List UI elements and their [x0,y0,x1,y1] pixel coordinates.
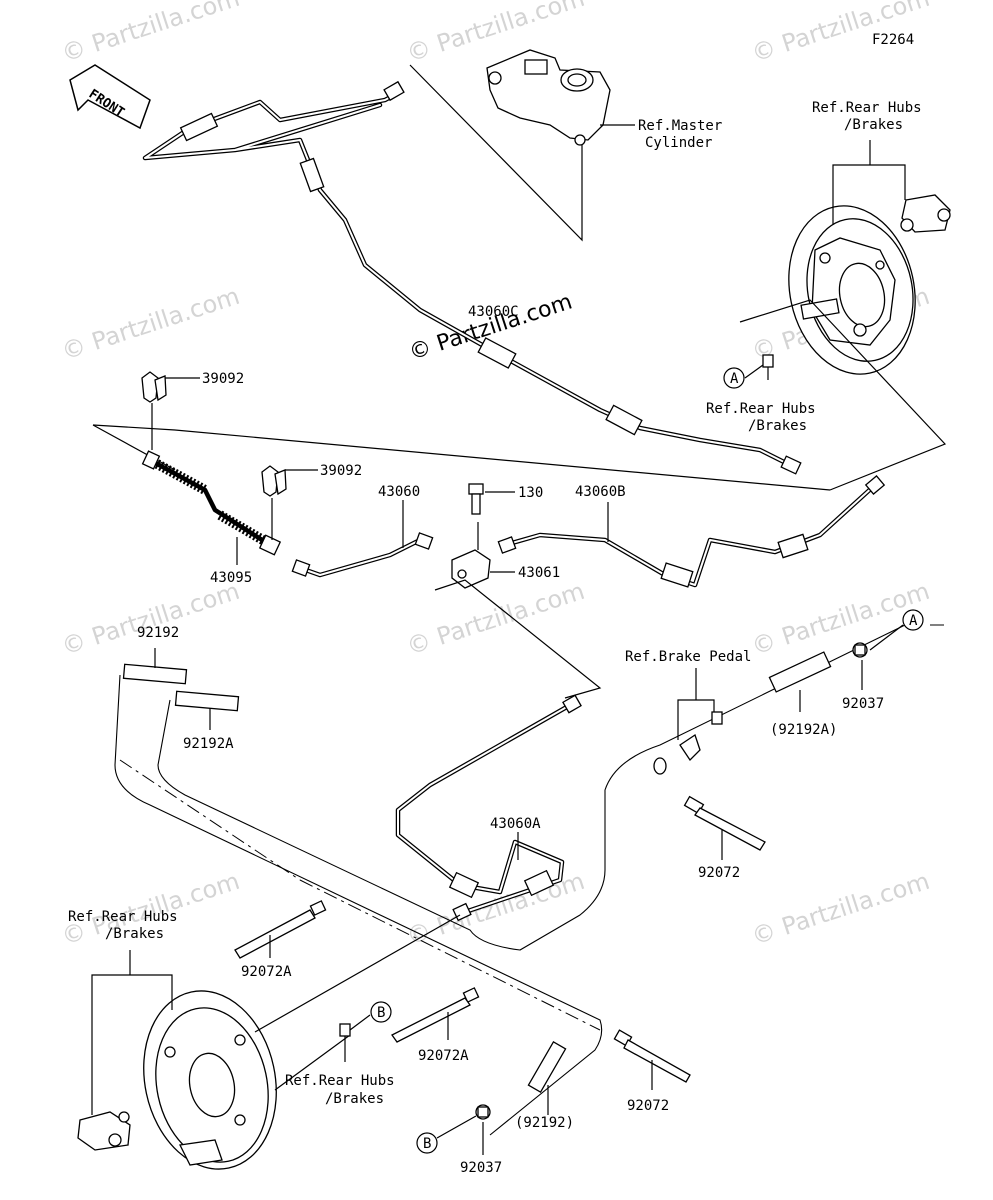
rear-hubs-bottom-label-2: /Brakes [325,1091,384,1107]
rear-hubs-top-right-label-2: /Brakes [844,117,903,133]
rear-hubs-top-right-label-1: Ref.Rear Hubs [812,100,922,116]
brake-pipe-43060 [291,532,434,578]
part-label-130: 130 [518,485,543,501]
watermark-text: © Partzilla.com [403,577,588,661]
tie-strap-92072a-left-icon [234,900,327,959]
master-cylinder-icon [486,49,611,146]
tie-strap-92072a-center-icon [391,987,480,1043]
brake-pipe-43060c [142,80,802,475]
master-cylinder-label-1: Ref.Master [638,118,722,134]
part-label-92192-ref: (92192) [515,1115,574,1131]
watermarks: © Partzilla.com © Partzilla.com © Partzi… [58,0,933,951]
brake-pipe-43060b [497,474,886,588]
leader-line [409,64,583,242]
tie-strap-92072-right-icon [683,795,766,851]
part-label-92192a: 92192A [183,736,234,752]
ref-a-label: A [730,371,739,387]
part-label-92037-lower: 92037 [460,1160,502,1176]
part-label-43095: 43095 [210,570,252,586]
joint-43061-icon [451,549,491,589]
ref-b-label: B [423,1136,431,1152]
cable-centerline [119,759,301,881]
ref-a-badge [902,609,924,631]
leader-line [434,579,602,699]
watermark-text: © Partzilla.com [748,867,933,951]
leader-line [274,1034,351,1091]
leader-line [869,624,904,651]
leader-line [92,424,176,471]
flexible-hose-43095-icon [141,450,282,556]
part-label-43061: 43061 [518,565,560,581]
ref-a-label: A [909,613,918,629]
cable-centerline [299,879,601,1031]
front-arrow-icon: FRONT [69,64,151,130]
rear-hubs-left-label-2: /Brakes [105,926,164,942]
clip-39092-upper-icon [141,371,167,403]
leader-line [436,1115,477,1139]
ref-b-badge [370,1001,392,1023]
rear-hubs-mid-right-label-2: /Brakes [748,418,807,434]
leader-line [349,1014,371,1031]
leader-line [174,429,831,491]
parking-brake-cable [114,624,906,1136]
part-label-39092-upper: 39092 [202,371,244,387]
clamp-92037-lower-icon [475,1104,491,1120]
part-label-92037-upper: 92037 [842,696,884,712]
part-label-92072-bottom: 92072 [627,1098,669,1114]
watermark-text: © Partzilla.com [58,0,243,68]
leader-line [91,974,173,1115]
part-label-39092-lower: 39092 [320,463,362,479]
part-label-92192a-ref: (92192A) [770,722,837,738]
brake-pedal-label: Ref.Brake Pedal [625,649,751,665]
right-brake-drum-icon [788,194,951,375]
part-label-43060c: 43060C [468,304,519,320]
left-brake-drum-icon [77,990,277,1170]
master-cylinder-label-2: Cylinder [645,135,712,151]
leader-line [92,424,176,431]
diagram-code: F2264 [872,32,914,48]
part-label-43060: 43060 [378,484,420,500]
ref-b-badge [416,1132,438,1154]
clamp-92037-upper-icon [852,642,868,658]
leader-line [744,364,764,379]
part-label-92192: 92192 [137,625,179,641]
part-label-43060b: 43060B [575,484,626,500]
part-label-92072a-left: 92072A [241,964,292,980]
leader-line [739,299,947,491]
watermark-text: © Partzilla.com [58,577,243,661]
part-label-92072a-center: 92072A [418,1048,469,1064]
clip-39092-lower-icon [261,465,287,497]
tie-strap-92072-bottom-icon [613,1029,691,1083]
brake-pedal-bracket-icon [653,711,723,775]
ref-b-fitting-icon [339,1023,351,1062]
ref-a-fitting-icon [762,354,774,380]
ref-a-badge [723,367,745,389]
part-label-92072-right: 92072 [698,865,740,881]
bolt-130-icon [468,483,484,515]
part-label-43060a: 43060A [490,816,541,832]
leader-line [254,914,461,1033]
rear-hubs-bottom-label-1: Ref.Rear Hubs [285,1073,395,1089]
leader-line [832,164,906,225]
ref-b-label: B [377,1005,385,1021]
watermark-text: © Partzilla.com [403,0,588,68]
watermark-text: © Partzilla.com [58,282,243,366]
brake-pipe-43060a [395,694,582,922]
rear-hubs-mid-right-label-1: Ref.Rear Hubs [706,401,816,417]
rear-hubs-left-label-1: Ref.Rear Hubs [68,909,178,925]
